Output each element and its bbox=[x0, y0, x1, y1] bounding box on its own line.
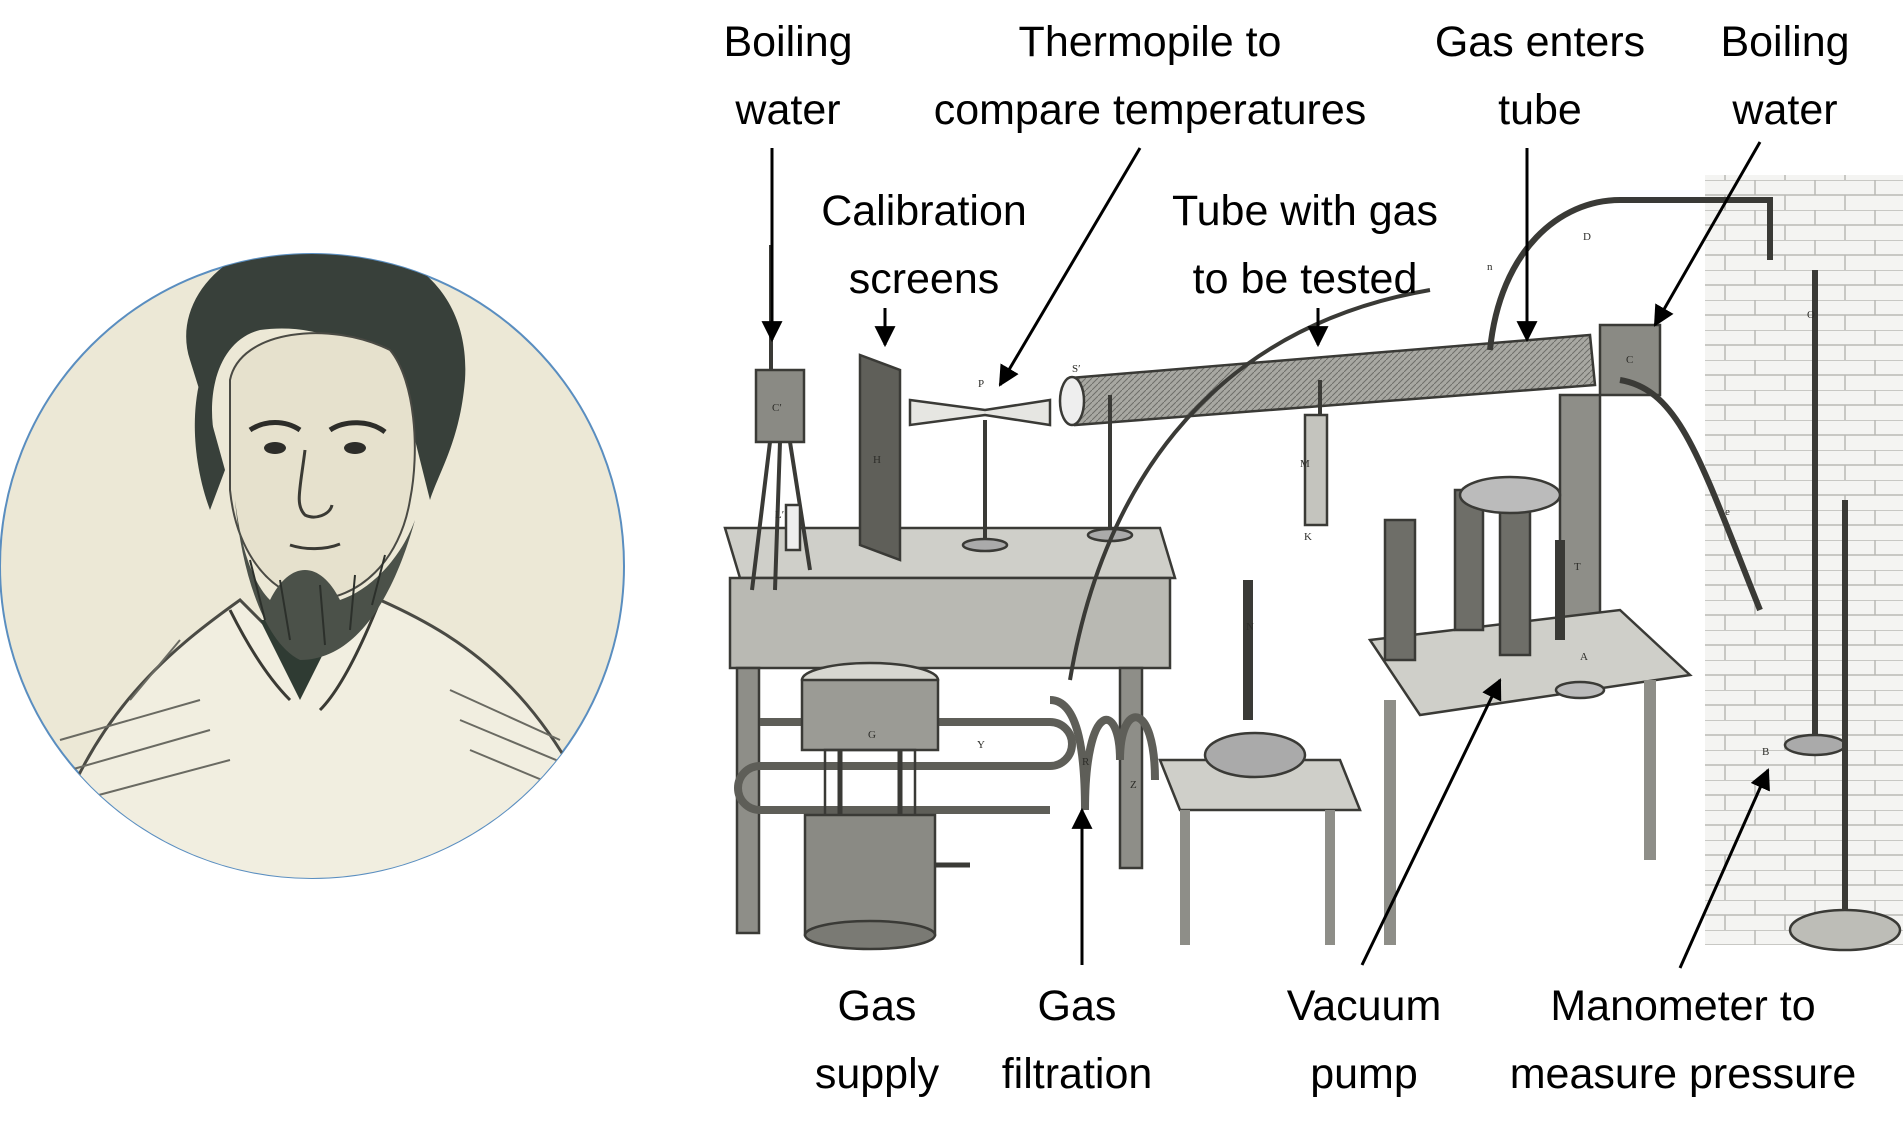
label-boiling-water-right: Boiling water bbox=[1720, 8, 1849, 144]
engraving-letter: n bbox=[1487, 261, 1493, 273]
engraving-letter: R bbox=[1082, 756, 1090, 768]
label-line: compare temperatures bbox=[933, 86, 1367, 134]
left-table bbox=[723, 526, 1177, 935]
calibration-screen bbox=[858, 353, 902, 562]
label-line: Calibration bbox=[821, 187, 1027, 235]
label-line: measure pressure bbox=[1509, 1050, 1857, 1098]
engraving-letter: N bbox=[1246, 621, 1254, 633]
engraving-letter: P bbox=[978, 378, 984, 390]
label-line: Gas bbox=[1037, 982, 1117, 1030]
engraving-letter: G bbox=[868, 729, 876, 741]
engraving-letter: A bbox=[1580, 651, 1588, 663]
engraving-letter: e bbox=[1725, 506, 1730, 518]
label-line: Tube with gas bbox=[1171, 187, 1439, 235]
portrait-medallion bbox=[0, 253, 625, 879]
engraving-letter: C bbox=[1626, 354, 1633, 366]
arrow-thermopile bbox=[998, 147, 1142, 387]
arrow-manometer bbox=[1678, 768, 1770, 969]
label-line: Thermopile to bbox=[1018, 18, 1282, 66]
label-gas-enters-tube: Gas enters tube bbox=[1435, 8, 1645, 144]
label-line: pump bbox=[1310, 1050, 1418, 1098]
label-line: Manometer to bbox=[1550, 982, 1816, 1030]
arrow-boiling-water-right bbox=[1653, 141, 1762, 327]
engraving-letter: D bbox=[1583, 231, 1591, 243]
label-line: filtration bbox=[1001, 1050, 1153, 1098]
label-line: water bbox=[735, 86, 841, 134]
arrow-vacuum-pump bbox=[1360, 678, 1502, 966]
engraving-letter: L′ bbox=[775, 509, 784, 521]
thermopile bbox=[908, 398, 1052, 553]
gas-supply-gasometer bbox=[800, 661, 970, 951]
engraving-letter: B bbox=[1762, 746, 1769, 758]
label-line: to be tested bbox=[1192, 255, 1418, 303]
stool-with-gauge bbox=[1158, 580, 1362, 945]
engraving-letter: C′ bbox=[772, 402, 782, 414]
label-line: tube bbox=[1498, 86, 1582, 134]
left-boiler bbox=[750, 245, 812, 591]
label-thermopile: Thermopile to compare temperatures bbox=[934, 8, 1367, 144]
label-vacuum-pump: Vacuum pump bbox=[1287, 972, 1442, 1108]
engraving-letters: C′ H P S′ L′ M K n N A T C D O B G Y R Z… bbox=[772, 231, 1815, 791]
label-line: water bbox=[1732, 86, 1838, 134]
engraving-letter: Z bbox=[1130, 779, 1137, 791]
engraving-letter: M bbox=[1300, 458, 1310, 470]
engraving-letter: O bbox=[1807, 309, 1815, 321]
label-line: Vacuum bbox=[1286, 982, 1442, 1030]
engraving-letter: K bbox=[1304, 531, 1312, 543]
gas-drying-coils bbox=[734, 696, 1159, 814]
engraving-letter: Y bbox=[977, 739, 985, 751]
tyndall-gas-absorption-apparatus-icon bbox=[723, 175, 1903, 952]
callout-arrows bbox=[761, 141, 1770, 969]
label-line: Gas enters bbox=[1434, 18, 1646, 66]
label-boiling-water-left: Boiling water bbox=[723, 8, 852, 144]
label-line: Boiling bbox=[1720, 18, 1850, 66]
engraving-letter: T bbox=[1574, 561, 1581, 573]
vacuum-pump-table bbox=[1367, 475, 1693, 945]
label-gas-filtration: Gas filtration bbox=[1002, 972, 1153, 1108]
engraving-letter: H bbox=[873, 454, 881, 466]
label-line: supply bbox=[814, 1050, 940, 1098]
label-line: screens bbox=[848, 255, 1000, 303]
engraving-letter: S′ bbox=[1072, 363, 1081, 375]
label-line: Boiling bbox=[723, 18, 853, 66]
label-tube-with-gas: Tube with gas to be tested bbox=[1172, 177, 1438, 313]
label-calibration-screens: Calibration screens bbox=[821, 177, 1027, 313]
label-manometer: Manometer to measure pressure bbox=[1510, 972, 1857, 1108]
bearded-man-engraving-icon bbox=[38, 254, 623, 878]
label-gas-supply: Gas supply bbox=[815, 972, 939, 1108]
label-line: Gas bbox=[837, 982, 917, 1030]
manometer bbox=[1783, 270, 1902, 952]
